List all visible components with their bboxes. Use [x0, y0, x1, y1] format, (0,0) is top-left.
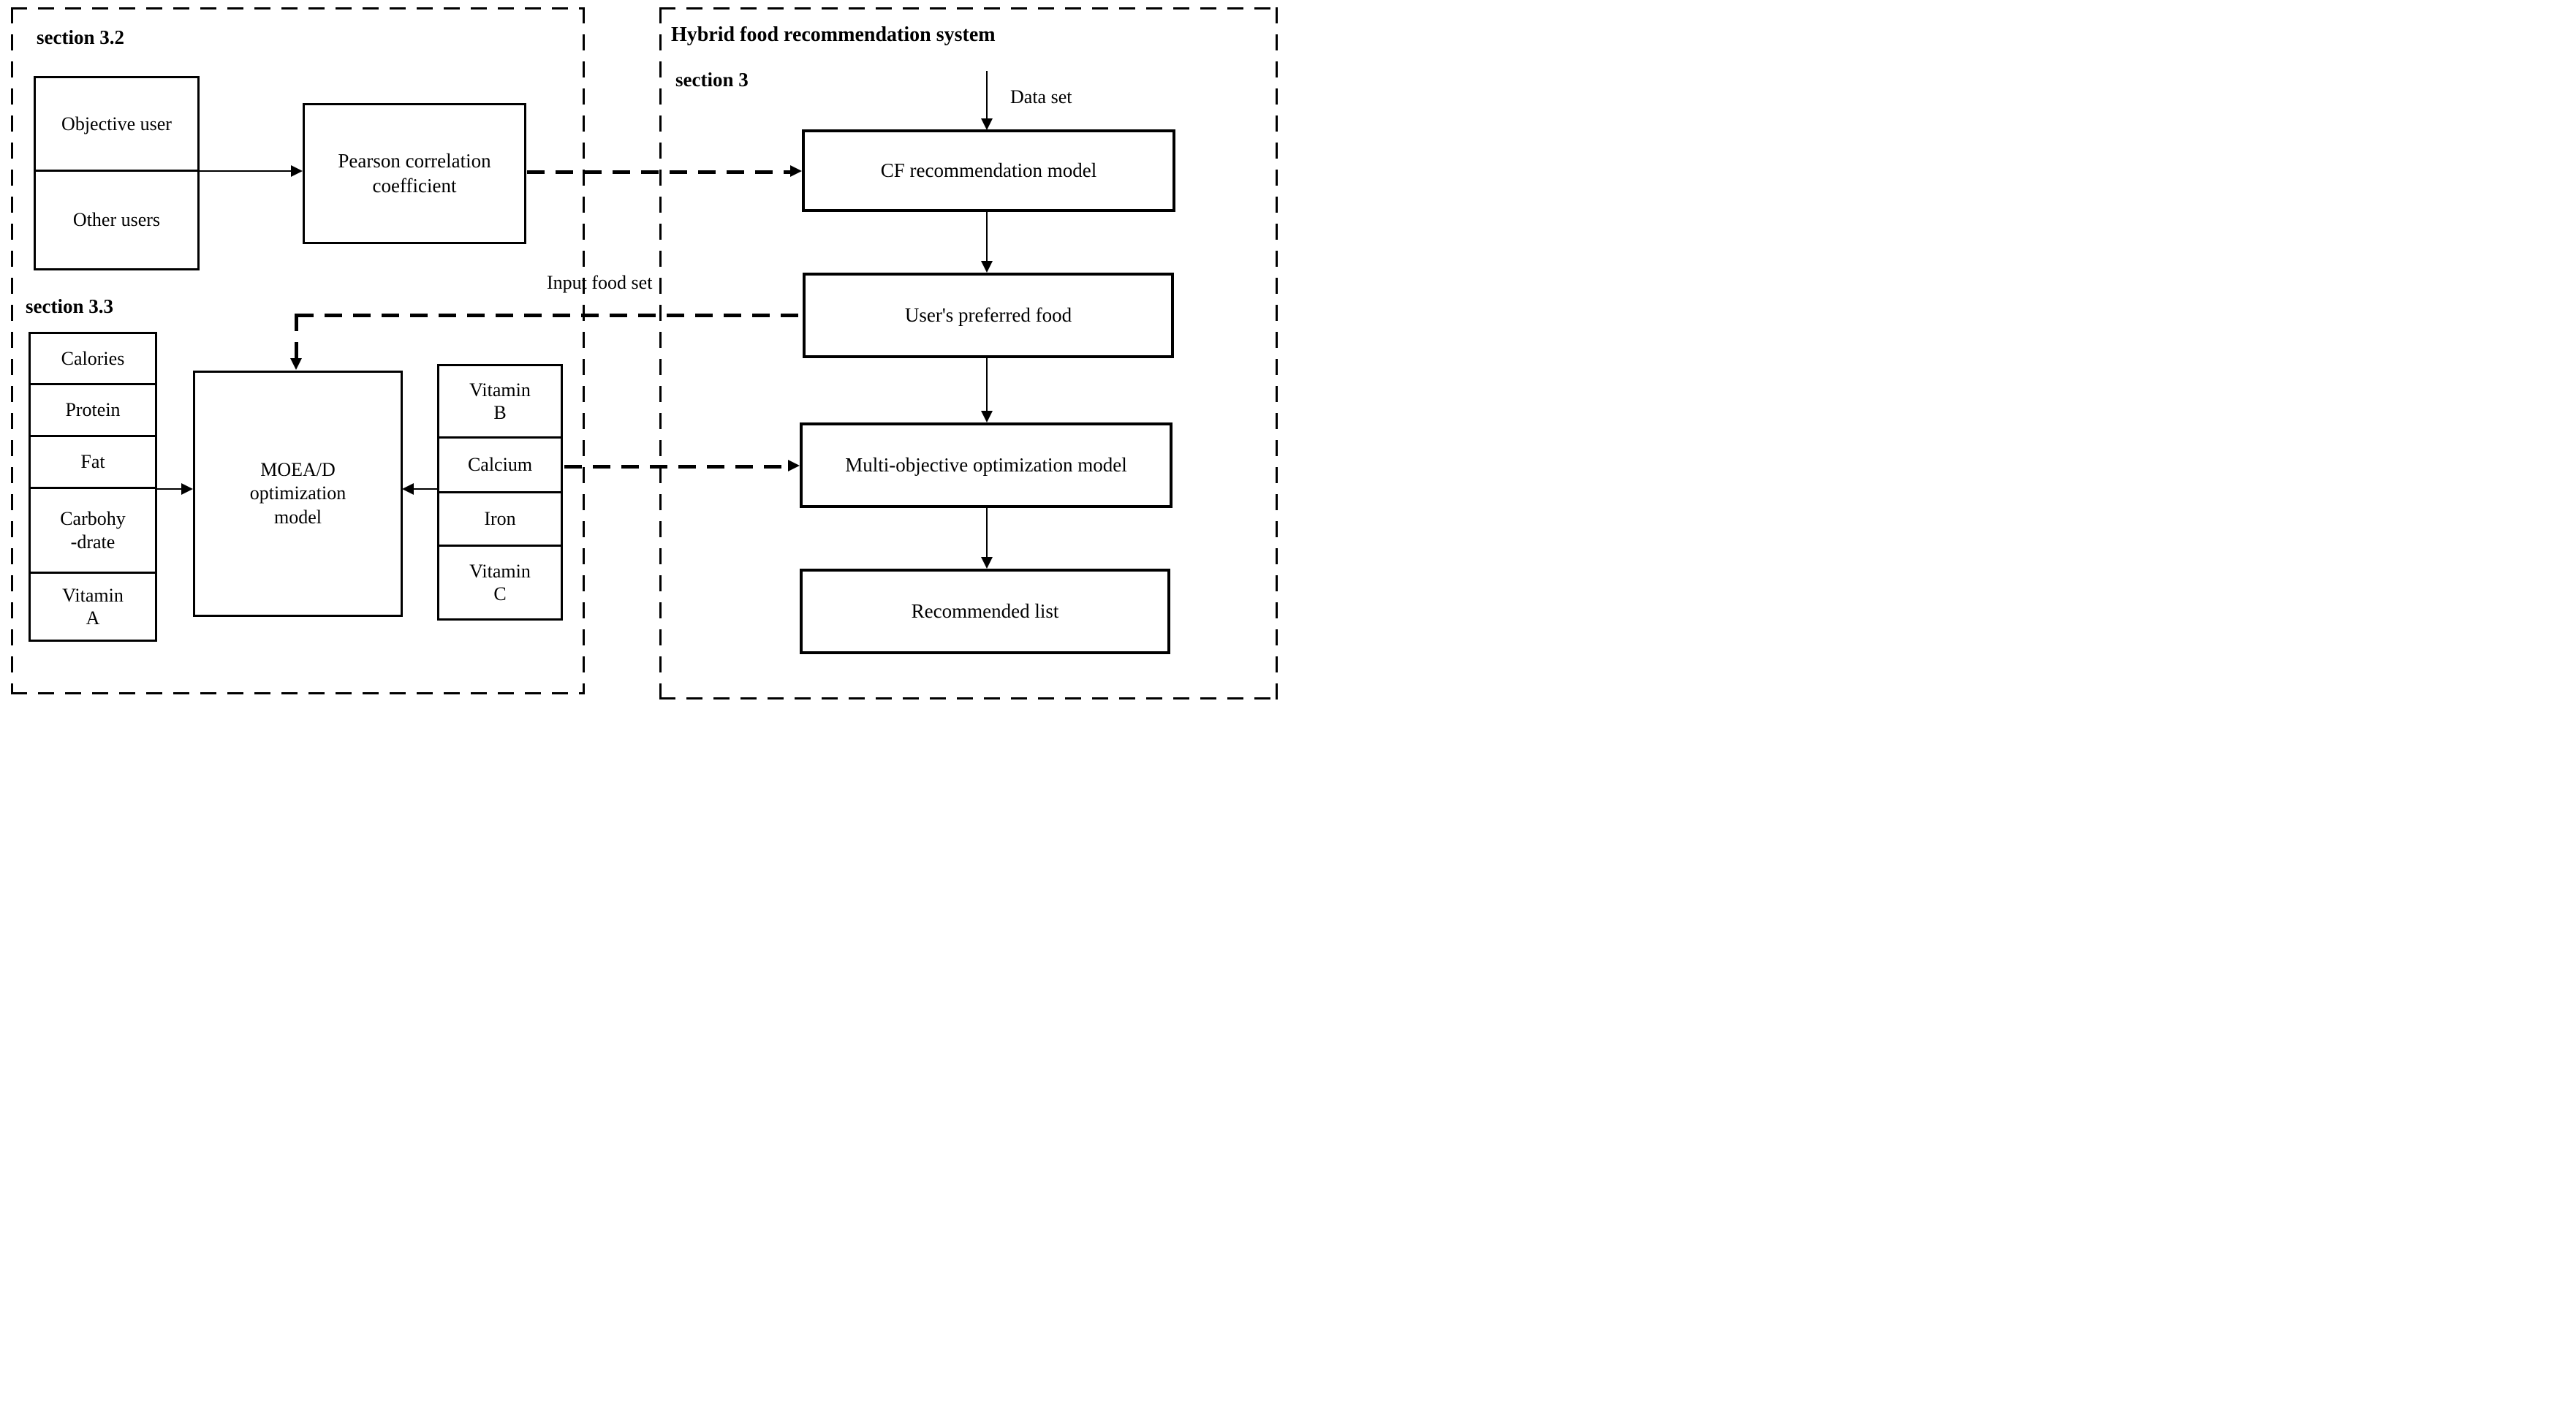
users-to-pearson-line [200, 170, 293, 172]
nutrient-column-left: Calories Protein Fat Carbohy -drate Vita… [29, 332, 157, 642]
other-users-cell: Other users [72, 209, 161, 231]
section-3-2-label: section 3.2 [37, 26, 124, 48]
right-panel-border-bottom [659, 697, 1278, 699]
nutrient-cell-protein: Protein [31, 385, 155, 437]
pearson-to-cf-arrowhead [790, 165, 802, 177]
input-food-set-dashed-line [296, 314, 803, 317]
nutrients-to-multi-dashed-line [564, 465, 789, 469]
cf-to-preferred-line [986, 212, 988, 262]
users-to-pearson-arrowhead [291, 165, 303, 177]
right-column-to-moead-arrowhead [402, 483, 414, 495]
left-column-to-moead-line [157, 488, 182, 490]
nutrient-cell-iron: Iron [439, 493, 561, 547]
input-food-set-dashed-drop [295, 314, 298, 359]
right-panel-border-top [659, 7, 1278, 10]
preferred-food-box: User's preferred food [803, 273, 1174, 358]
cf-model-box: CF recommendation model [802, 129, 1175, 212]
pearson-box: Pearson correlation coefficient [303, 103, 526, 244]
left-panel-border-left [11, 7, 13, 694]
right-panel-border-left [659, 7, 662, 699]
recommended-list-box: Recommended list [800, 569, 1170, 654]
preferred-to-multi-line [986, 358, 988, 412]
nutrient-cell-carbohydrate: Carbohy -drate [31, 489, 155, 574]
dataset-line [986, 71, 988, 119]
nutrient-cell-vitamin-a: Vitamin A [62, 584, 124, 629]
multi-objective-box: Multi-objective optimization model [800, 422, 1173, 508]
right-panel-border-right [1276, 7, 1278, 699]
nutrients-to-multi-arrowhead [788, 460, 800, 471]
users-stack-box: Objective user Other users [34, 76, 200, 270]
left-panel-border-bottom [11, 692, 583, 694]
cf-to-preferred-arrowhead [981, 261, 993, 273]
pearson-to-cf-dashed-line [527, 170, 790, 174]
objective-user-cell: Objective user [36, 78, 197, 172]
right-column-to-moead-line [414, 488, 437, 490]
section-3-label: section 3 [675, 69, 749, 91]
input-food-set-arrowhead [290, 358, 302, 370]
section-3-3-label: section 3.3 [26, 295, 113, 317]
nutrient-cell-fat: Fat [31, 437, 155, 489]
preferred-to-multi-arrowhead [981, 411, 993, 422]
input-food-set-label: Input food set [547, 272, 653, 293]
nutrient-cell-vitamin-c: Vitamin C [469, 560, 531, 604]
left-panel-border-right [583, 7, 585, 694]
hybrid-system-title: Hybrid food recommendation system [671, 23, 996, 46]
left-panel-border-top [11, 7, 583, 10]
dataset-arrowhead [981, 118, 993, 130]
nutrient-cell-calories: Calories [31, 334, 155, 385]
multi-to-recommended-line [986, 508, 988, 558]
moead-box: MOEA/D optimization model [193, 371, 403, 617]
nutrient-column-right: Vitamin B Calcium Iron Vitamin C [437, 364, 563, 621]
multi-to-recommended-arrowhead [981, 557, 993, 569]
nutrient-cell-calcium: Calcium [439, 439, 561, 493]
data-set-label: Data set [1010, 86, 1072, 107]
nutrient-cell-vitamin-b: Vitamin B [439, 366, 561, 439]
left-column-to-moead-arrowhead [181, 483, 193, 495]
diagram-canvas: section 3.2 section 3.3 Hybrid food reco… [0, 0, 1288, 709]
